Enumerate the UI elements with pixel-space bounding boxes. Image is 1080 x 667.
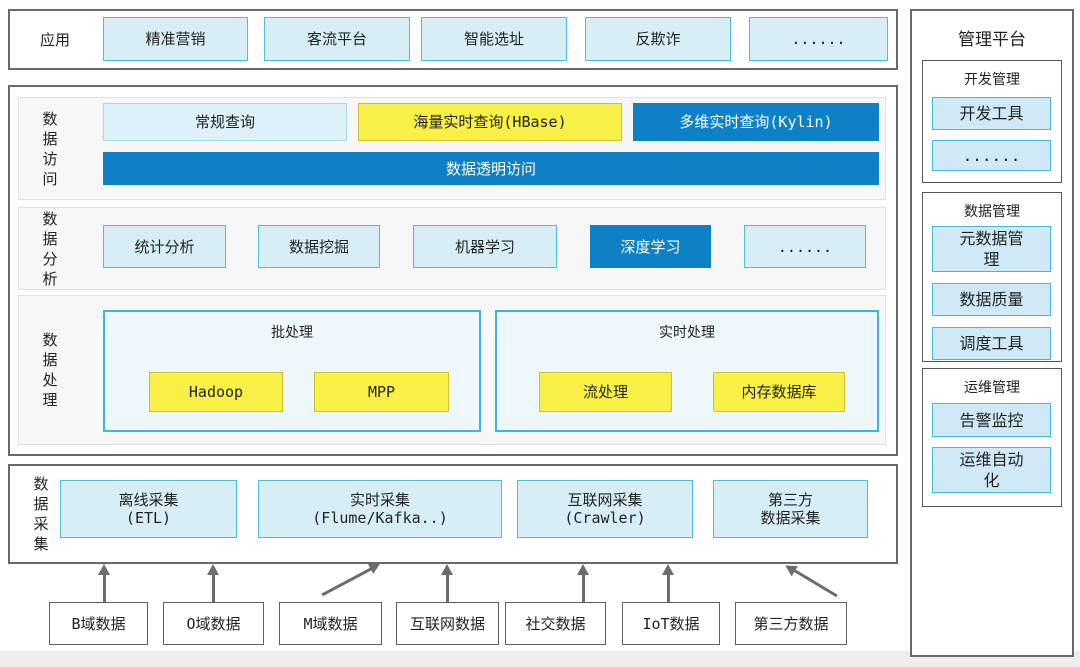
mgmt-box-alarm-monitoring: 告警监控 xyxy=(932,403,1051,437)
mgmt-box-metadata: 元数据管理 xyxy=(932,226,1051,272)
source-box-thirdparty-data: 第三方数据 xyxy=(735,602,847,645)
dev-management-title: 开发管理 xyxy=(964,72,1020,88)
app-box-passenger-flow: 客流平台 xyxy=(264,17,410,61)
management-platform-box: 管理平台 开发管理 开发工具 ...... 数据管理 元数据管理 数据质量 调度… xyxy=(910,9,1074,657)
access-box-kylin-query: 多维实时查询(Kylin) xyxy=(633,103,879,141)
mgmt-box-scheduling-tools: 调度工具 xyxy=(932,327,1051,360)
mgmt-box-ops-automation: 运维自动化 xyxy=(932,447,1051,493)
source-box-b-domain: B域数据 xyxy=(49,602,148,645)
collection-box-line1: 实时采集 xyxy=(349,491,410,509)
app-box-anti-fraud: 反欺诈 xyxy=(585,17,731,61)
collection-box-internet-crawler: 互联网采集 (Crawler) xyxy=(517,480,693,538)
data-analysis-section: 数据分析 统计分析 数据挖掘 机器学习 深度学习 ...... xyxy=(18,207,886,290)
batch-box-hadoop: Hadoop xyxy=(149,372,283,412)
collection-box-line1: 离线采集 xyxy=(118,491,179,509)
application-layer-label: 应用 xyxy=(39,31,70,49)
source-box-iot-data: IoT数据 xyxy=(622,602,720,645)
app-box-site-selection: 智能选址 xyxy=(421,17,567,61)
collection-box-offline-etl: 离线采集 (ETL) xyxy=(60,480,237,538)
mgmt-box-dev-more: ...... xyxy=(932,140,1051,171)
mgmt-box-data-quality: 数据质量 xyxy=(932,283,1051,316)
realtime-box-stream-processing: 流处理 xyxy=(539,372,672,412)
data-access-label-wrap: 数据访问 xyxy=(33,98,67,199)
platform-stack-box: 数据访问 常规查询 海量实时查询(HBase) 多维实时查询(Kylin) 数据… xyxy=(8,85,898,456)
data-access-label: 数据访问 xyxy=(42,109,58,188)
analysis-box-statistics: 统计分析 xyxy=(103,225,226,268)
source-box-internet-data: 互联网数据 xyxy=(396,602,499,645)
data-access-section: 数据访问 常规查询 海量实时查询(HBase) 多维实时查询(Kylin) 数据… xyxy=(18,97,886,200)
data-management-group: 数据管理 元数据管理 数据质量 调度工具 xyxy=(922,192,1062,362)
ops-management-group: 运维管理 告警监控 运维自动化 xyxy=(922,368,1062,507)
dev-management-group: 开发管理 开发工具 ...... xyxy=(922,60,1062,183)
source-box-social-data: 社交数据 xyxy=(505,602,606,645)
data-analysis-label-wrap: 数据分析 xyxy=(33,208,67,289)
analysis-box-deep-learning: 深度学习 xyxy=(590,225,711,268)
collection-box-line2: (ETL) xyxy=(125,509,172,527)
bottom-background-strip xyxy=(0,651,1080,667)
access-box-hbase-query: 海量实时查询(HBase) xyxy=(358,103,622,141)
collection-box-line2: 数据采集 xyxy=(760,509,821,527)
application-layer-box: 应用 精准营销 客流平台 智能选址 反欺诈 ...... xyxy=(8,9,898,70)
data-collection-box: 数据采集 离线采集 (ETL) 实时采集 (Flume/Kafka..) 互联网… xyxy=(8,464,898,564)
realtime-box-inmemory-db: 内存数据库 xyxy=(713,372,845,412)
collection-box-thirdparty: 第三方 数据采集 xyxy=(713,480,868,538)
data-collection-label-wrap: 数据采集 xyxy=(24,466,58,562)
app-box-more: ...... xyxy=(749,17,888,61)
flow-arrow-internet xyxy=(440,564,454,602)
data-collection-label: 数据采集 xyxy=(33,475,49,553)
analysis-box-more: ...... xyxy=(744,225,866,268)
flow-arrow-social xyxy=(576,564,590,602)
batch-processing-group: 批处理 Hadoop MPP xyxy=(103,310,481,432)
data-processing-label: 数据处理 xyxy=(42,331,58,409)
analysis-box-data-mining: 数据挖掘 xyxy=(258,225,380,268)
source-box-o-domain: O域数据 xyxy=(163,602,264,645)
realtime-processing-group: 实时处理 流处理 内存数据库 xyxy=(495,310,879,432)
flow-arrow-o-domain xyxy=(206,564,220,602)
collection-box-line1: 第三方 xyxy=(767,491,813,509)
flow-arrow-iot xyxy=(661,564,675,602)
collection-box-line1: 互联网采集 xyxy=(567,491,643,509)
data-analysis-label: 数据分析 xyxy=(42,209,58,288)
app-box-precision-marketing: 精准营销 xyxy=(103,17,248,61)
management-platform-title: 管理平台 xyxy=(958,30,1026,50)
realtime-processing-title: 实时处理 xyxy=(659,325,715,341)
flow-arrow-thirdparty xyxy=(782,560,841,603)
collection-box-line2: (Crawler) xyxy=(564,509,646,527)
source-box-m-domain: M域数据 xyxy=(279,602,382,645)
data-management-title: 数据管理 xyxy=(964,204,1020,220)
collection-box-realtime-flume-kafka: 实时采集 (Flume/Kafka..) xyxy=(258,480,502,538)
access-box-regular-query: 常规查询 xyxy=(103,103,347,141)
collection-box-line2: (Flume/Kafka..) xyxy=(312,509,448,527)
data-processing-label-wrap: 数据处理 xyxy=(33,296,67,444)
batch-box-mpp: MPP xyxy=(314,372,449,412)
mgmt-box-dev-tools: 开发工具 xyxy=(932,97,1051,130)
data-processing-section: 数据处理 批处理 Hadoop MPP 实时处理 流处理 内存数据库 xyxy=(18,295,886,445)
analysis-box-machine-learning: 机器学习 xyxy=(413,225,557,268)
flow-arrow-b-domain xyxy=(97,564,111,602)
access-bar-transparent-access: 数据透明访问 xyxy=(103,152,879,185)
batch-processing-title: 批处理 xyxy=(271,325,313,341)
ops-management-title: 运维管理 xyxy=(964,380,1020,396)
